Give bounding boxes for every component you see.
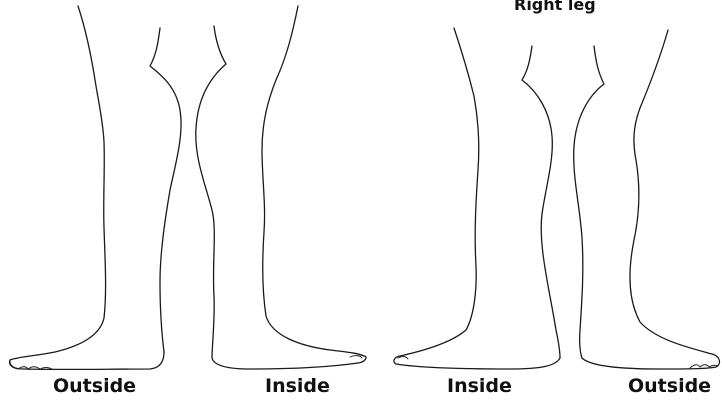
right-outside-label: Outside <box>628 377 711 396</box>
right-inside-label: Inside <box>447 377 512 396</box>
left-leg-inside-view <box>196 6 366 369</box>
right-leg-heading: Right leg <box>514 0 596 13</box>
left-leg-outside-view <box>9 6 181 369</box>
left-inside-label: Inside <box>265 377 330 396</box>
right-leg-inside-view <box>394 28 560 369</box>
left-outside-label: Outside <box>53 377 136 396</box>
right-leg-outside-view <box>574 30 720 369</box>
